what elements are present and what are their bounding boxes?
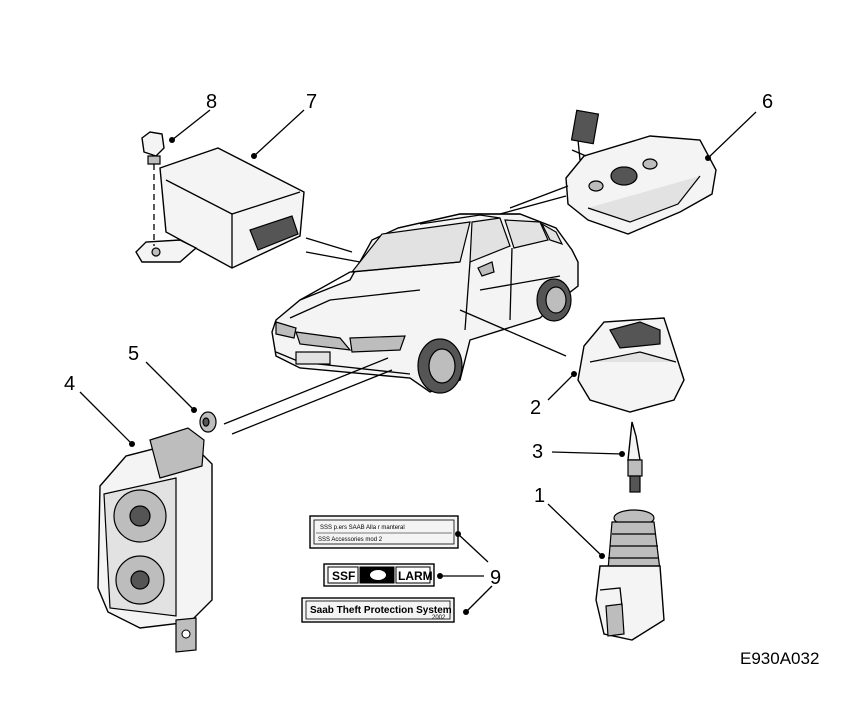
callout-1: 1 [534,485,545,507]
part-4-siren-unit [97,427,213,653]
callout-4: 4 [64,373,75,395]
label-top-line1: SSS p.ers SAAB Alla r manteral [320,525,405,531]
part-2-switch-housing [577,317,685,413]
part-9-labels [301,515,459,623]
part-1-hood-switch [595,509,665,641]
callout-3: 3 [532,441,543,463]
callout-5: 5 [128,343,139,365]
label-theft-year: 2002 [432,615,446,621]
part-3-pin [627,421,643,493]
part-5-bolt [199,411,217,433]
part-8-nut [141,131,165,246]
label-top-line2: SSS Accessories mod 2 [318,537,383,543]
leader-lines [79,109,757,615]
car-illustration [271,213,579,394]
label-ssf: SSF [332,569,355,583]
callout-8: 8 [206,91,217,113]
part-6-interior-sensor [565,109,717,235]
part-7-control-module [135,147,305,269]
label-larm: LARM [398,569,433,583]
callout-7: 7 [306,91,317,113]
figure-code: E930A032 [740,649,819,668]
callout-9: 9 [490,567,501,589]
callout-6: 6 [762,91,773,113]
label-theft-system: Saab Theft Protection System [310,605,452,616]
callout-2: 2 [530,397,541,419]
